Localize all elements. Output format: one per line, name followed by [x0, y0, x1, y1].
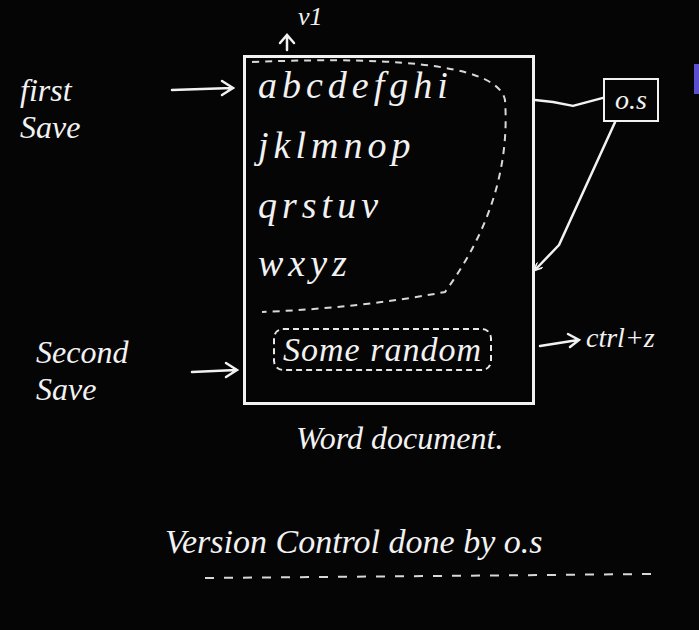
undo-label: ctrl+z: [586, 322, 655, 354]
ctrlz-arrow: [540, 334, 579, 347]
os-box: o.s: [603, 78, 659, 122]
second-save-arrow: [192, 363, 237, 377]
document-heading: Word document.: [296, 420, 503, 457]
letter-row: jklmnop: [258, 124, 415, 168]
letter-row: qrstuv: [258, 184, 383, 228]
v1-arrow: [280, 35, 294, 50]
dashed-underline: [205, 574, 655, 578]
undone-text: Some random: [283, 330, 482, 369]
save-label: first Save: [20, 72, 130, 146]
dashed-region: [252, 60, 506, 312]
connector: [535, 98, 603, 106]
connector: [535, 122, 615, 270]
edge-mark: [694, 64, 699, 94]
caption-note: Version Control done by o.s: [165, 522, 542, 561]
document-box: abcdefghijklmnopqrstuvwxyzWord document.…: [243, 55, 535, 405]
first-save-arrow: [172, 81, 233, 95]
save-label: Second Save: [36, 334, 176, 408]
os-label: o.s: [615, 84, 647, 116]
undo-region: Some random: [273, 328, 492, 371]
version-label: v1: [298, 2, 323, 32]
leader-lines: [172, 35, 579, 377]
letter-row: wxyz: [258, 242, 352, 286]
letter-row: abcdefghi: [258, 64, 453, 108]
